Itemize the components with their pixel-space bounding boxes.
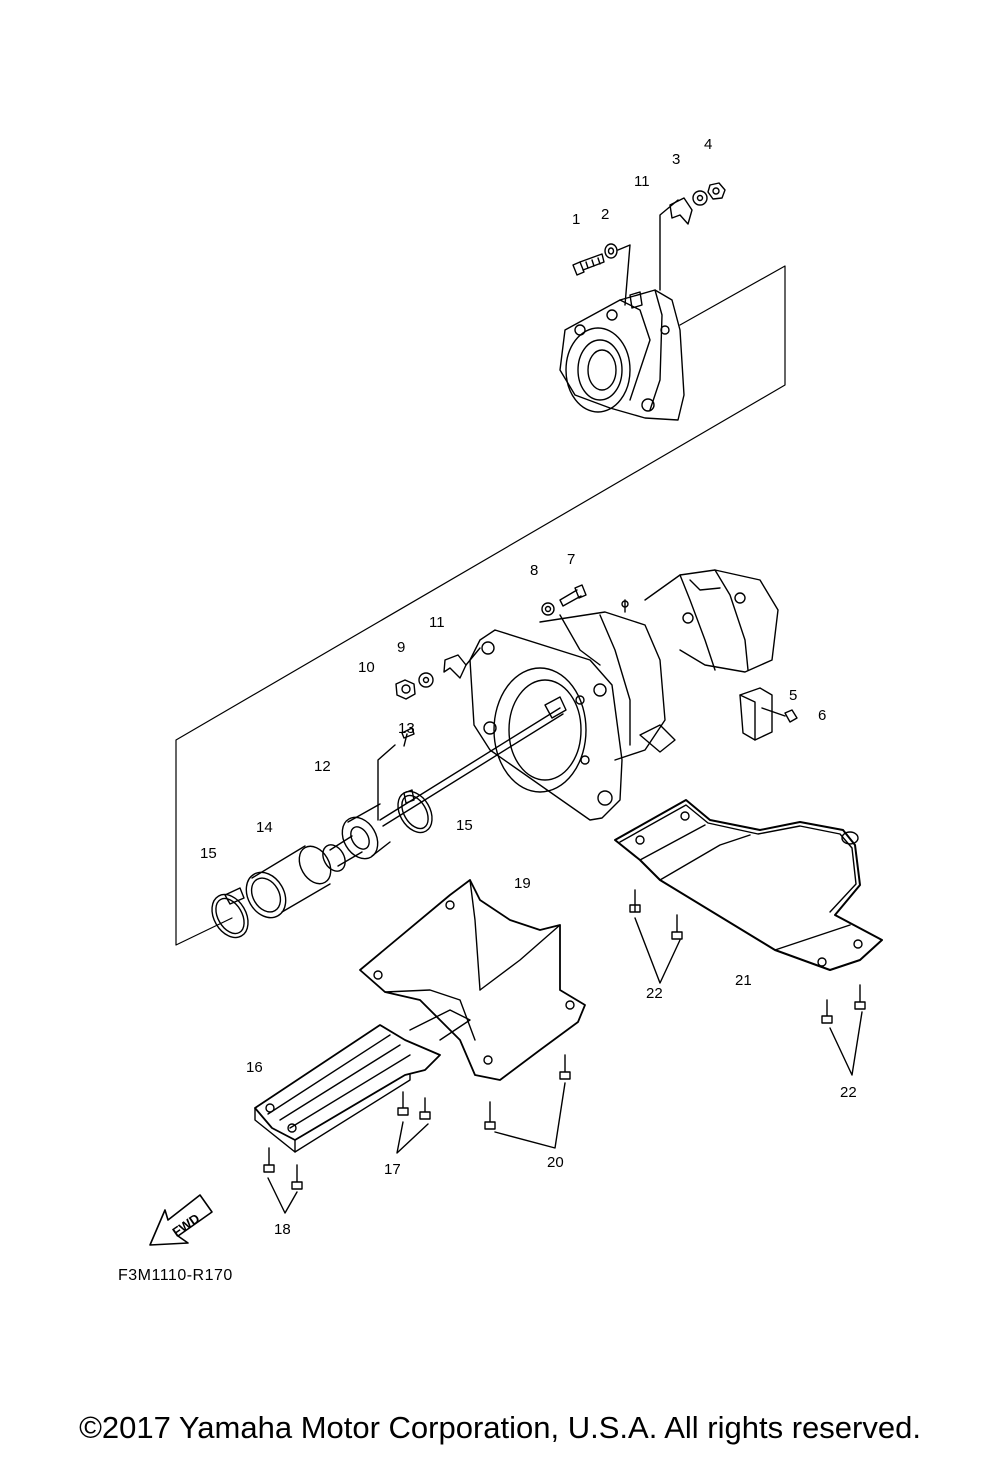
washer-3 [693,191,707,205]
nut-10 [396,680,415,699]
callout-20: 20 [547,1154,564,1171]
figure-code: F3M1110-R170 [118,1267,233,1284]
washer-8 [542,603,554,615]
bracket-11-top [670,198,692,224]
callout-1: 1 [572,211,580,228]
upper-housing [560,290,684,420]
callout-4: 4 [704,136,712,153]
callout-21: 21 [735,972,752,989]
leader-11-top [660,200,678,290]
washer-2 [605,244,617,258]
bolt-6 [762,708,797,722]
callout-15-right: 15 [456,817,473,834]
callout-11-mid: 11 [429,614,445,631]
leader-11-mid [466,648,480,665]
intake-grate-19 [360,880,585,1080]
callout-16: 16 [246,1059,263,1076]
leader-13 [378,745,395,820]
callout-12: 12 [314,758,331,775]
ride-plate-21 [615,800,882,970]
plate-5 [740,688,772,740]
bolts-22-right [822,985,865,1075]
bolt-1 [573,254,604,275]
bolt-7 [560,585,586,606]
copyright-notice: ©2017 Yamaha Motor Corporation, U.S.A. A… [79,1410,921,1445]
washer-9 [419,673,433,687]
callout-3: 3 [672,151,680,168]
leader-1-2 [618,245,630,305]
callout-19: 19 [514,875,531,892]
callout-15-left: 15 [200,845,217,862]
nut-4 [708,183,725,199]
callout-18: 18 [274,1221,291,1238]
hose-14 [238,841,337,925]
callout-14: 14 [256,819,273,836]
bolts-17 [397,1092,430,1153]
callout-22-left: 22 [646,985,663,1002]
callout-7: 7 [567,551,575,568]
hose-clamp-15-left [205,888,256,944]
callout-13: 13 [398,720,415,737]
callout-17: 17 [384,1161,401,1178]
callout-6: 6 [818,707,826,724]
bolts-20 [485,1055,570,1148]
grate-16 [255,1010,470,1152]
callout-5: 5 [789,687,797,704]
callout-10: 10 [358,659,375,676]
hose-clamp-15-right [391,785,439,838]
fwd-arrow-icon [150,1195,212,1245]
bolts-22-left [630,890,682,983]
callout-2: 2 [601,206,609,223]
callout-8: 8 [530,562,538,579]
bearing-housing-12 [318,804,390,875]
callout-11-top: 11 [634,173,650,190]
callout-22-right: 22 [840,1084,857,1101]
bolts-18 [264,1148,302,1213]
pump-housing [470,570,778,820]
callout-9: 9 [397,639,405,656]
bracket-11-mid [444,655,466,678]
assembly-boundary [176,266,785,945]
screw-13 [402,728,414,746]
